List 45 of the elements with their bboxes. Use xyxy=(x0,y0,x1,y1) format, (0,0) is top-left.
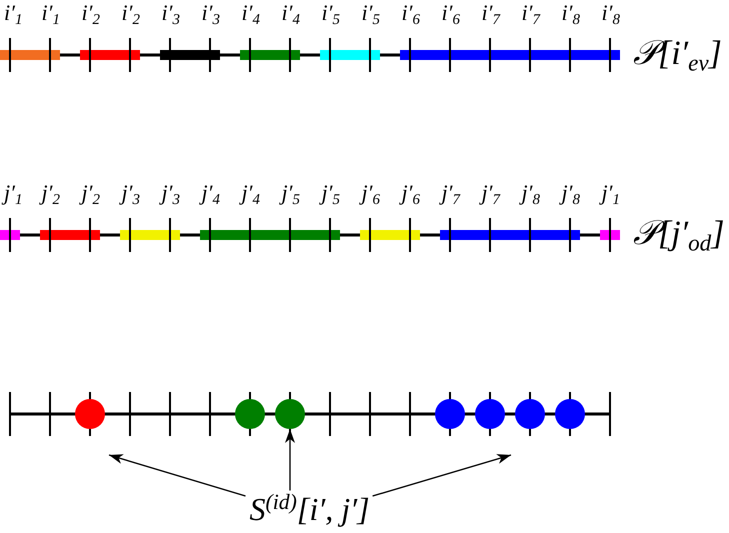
sequence-label: 𝒫[j′$_{od}$] xyxy=(632,214,726,256)
tick-label: i′$_{1}$ xyxy=(3,0,24,28)
point-marker xyxy=(435,399,465,429)
point-marker xyxy=(555,399,585,429)
tick-label: j′$_{7}$ xyxy=(438,180,463,208)
tick-label: j′$_{7}$ xyxy=(478,180,503,208)
tick-label: j′$_{3}$ xyxy=(118,180,143,208)
point-marker xyxy=(235,399,265,429)
tick-label: i′$_{4}$ xyxy=(280,0,301,28)
tick-label: i′$_{8}$ xyxy=(560,0,581,28)
tick-label: i′$_{7}$ xyxy=(480,0,502,28)
tick-label: j′$_{5}$ xyxy=(318,180,343,208)
tick-label: i′$_{6}$ xyxy=(400,0,421,28)
tick-label: i′$_{8}$ xyxy=(600,0,621,28)
tick-label: j′$_{2}$ xyxy=(38,180,63,208)
tick-label: j′$_{8}$ xyxy=(518,180,543,208)
point-marker xyxy=(275,399,305,429)
tick-label: j′$_{2}$ xyxy=(78,180,103,208)
tick-label: i′$_{7}$ xyxy=(520,0,542,28)
point-marker xyxy=(75,399,105,429)
tick-label: i′$_{2}$ xyxy=(80,0,101,28)
tick-label: j′$_{4}$ xyxy=(198,180,223,208)
tick-label: j′$_{3}$ xyxy=(158,180,183,208)
tick-label: i′$_{4}$ xyxy=(240,0,261,28)
tick-label: i′$_{5}$ xyxy=(360,0,381,28)
tick-label: i′$_{3}$ xyxy=(160,0,181,28)
tick-label: i′$_{6}$ xyxy=(440,0,461,28)
tick-label: i′$_{3}$ xyxy=(200,0,221,28)
tick-label: j′$_{6}$ xyxy=(398,180,423,208)
arrow xyxy=(372,454,512,497)
sequence-label: 𝒫[i′$_{ev}$] xyxy=(632,34,723,76)
tick-label: j′$_{1}$ xyxy=(0,180,26,208)
point-marker xyxy=(475,399,505,429)
tick-label: j′$_{8}$ xyxy=(558,180,583,208)
tick-label: i′$_{2}$ xyxy=(120,0,141,28)
point-marker xyxy=(515,399,545,429)
tick-label: j′$_{5}$ xyxy=(278,180,303,208)
formula-label: S$^{(id)}$[i′, j′] xyxy=(246,490,373,528)
tick-label: j′$_{4}$ xyxy=(238,180,263,208)
tick-label: j′$_{6}$ xyxy=(358,180,383,208)
tick-label: j′$_{1}$ xyxy=(598,180,623,208)
tick-label: i′$_{1}$ xyxy=(40,0,61,28)
arrow xyxy=(108,454,246,497)
arrow xyxy=(285,429,295,490)
tick-label: i′$_{5}$ xyxy=(320,0,341,28)
